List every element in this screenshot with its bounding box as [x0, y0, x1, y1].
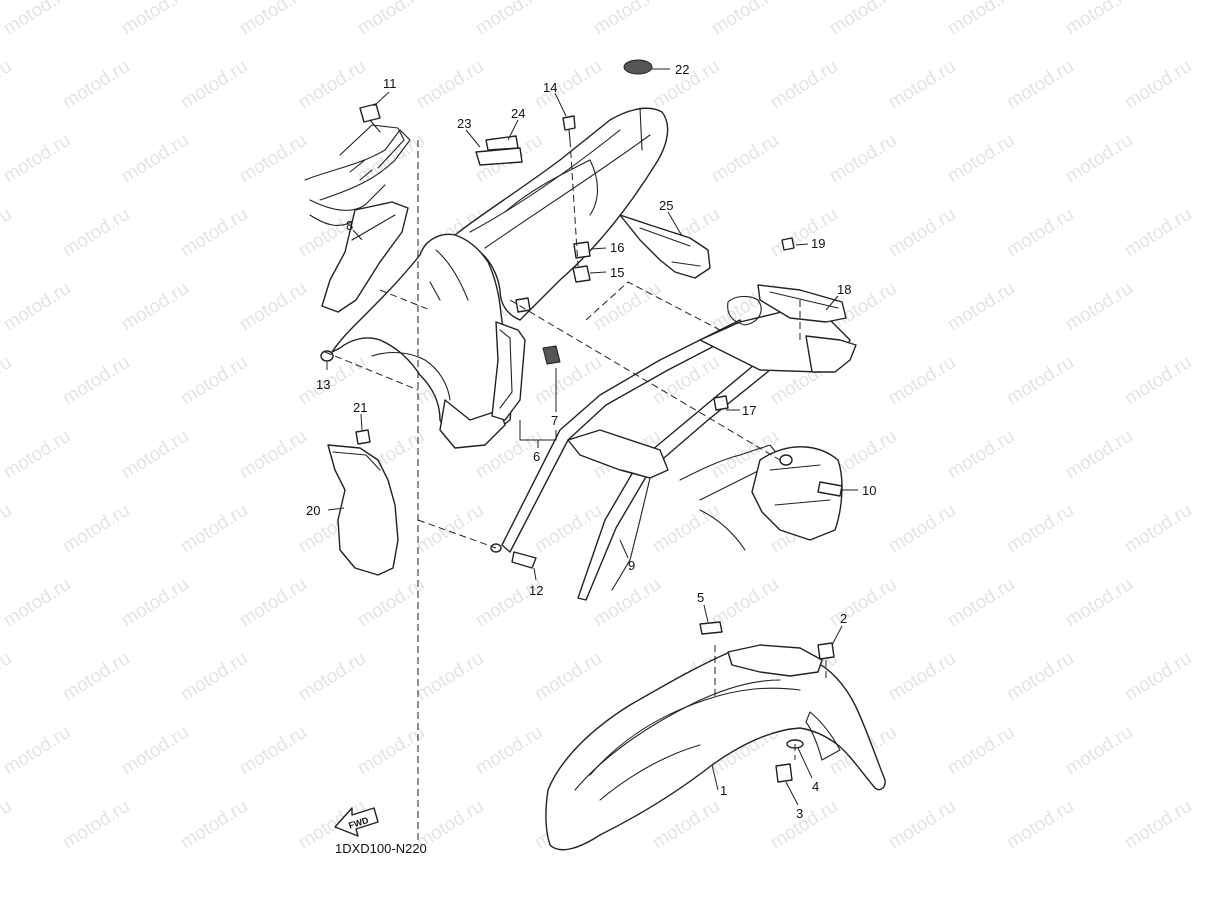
side-plate-part-8: [321, 201, 409, 313]
panel-part-25: [619, 214, 711, 279]
frame-sketch-left: [304, 124, 411, 226]
callout-1: 1: [720, 783, 727, 798]
hardware: [320, 59, 843, 783]
frame-sketch-right: [679, 444, 843, 551]
callout-9: 9: [628, 558, 635, 573]
callout-25: 25: [659, 198, 673, 213]
mud-flap-part-20: [327, 444, 399, 576]
callout-10: 10: [862, 483, 876, 498]
callout-13: 13: [316, 377, 330, 392]
callout-labels: 22 11 14 23 24 25 16 15 19 18 8 13 21 20…: [306, 62, 876, 821]
callout-15: 15: [610, 265, 624, 280]
sub-frame-part-9: [501, 295, 857, 601]
rear-fender: [331, 107, 669, 449]
callout-18: 18: [837, 282, 851, 297]
leader-lines: [326, 68, 858, 806]
callout-14: 14: [543, 80, 557, 95]
assembly-lines: [324, 139, 827, 840]
callout-19: 19: [811, 236, 825, 251]
diagram-code: 1DXD100-N220: [335, 841, 427, 856]
callout-8: 8: [346, 218, 353, 233]
callout-17: 17: [742, 403, 756, 418]
callout-5: 5: [697, 590, 704, 605]
fwd-arrow-icon: FWD: [334, 807, 379, 837]
callout-11: 11: [383, 76, 397, 91]
plate-part-18: [757, 284, 847, 323]
callout-24: 24: [511, 106, 525, 121]
callout-3: 3: [796, 806, 803, 821]
callout-6: 6: [533, 449, 540, 464]
callout-2: 2: [840, 611, 847, 626]
front-fender: [545, 644, 886, 851]
callout-7: 7: [551, 413, 558, 428]
callout-20: 20: [306, 503, 320, 518]
callout-23: 23: [457, 116, 471, 131]
bracket-part-6: [491, 321, 526, 421]
callout-4: 4: [812, 779, 819, 794]
callout-21: 21: [353, 400, 367, 415]
callout-22: 22: [675, 62, 689, 77]
callout-16: 16: [610, 240, 624, 255]
callout-12: 12: [529, 583, 543, 598]
clip-part-7: [542, 345, 561, 365]
